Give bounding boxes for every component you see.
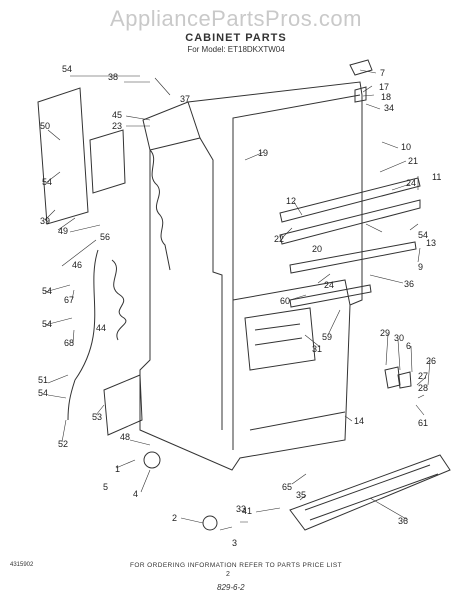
callout-label: 18 <box>381 92 391 102</box>
callout-label: 31 <box>312 344 322 354</box>
side-wall-break <box>149 149 171 271</box>
callout-label: 46 <box>72 260 82 270</box>
cabinet-back-edge <box>232 94 361 450</box>
callout-label: 29 <box>380 328 390 338</box>
callout-label: 6 <box>406 341 411 351</box>
callout-label: 13 <box>426 238 436 248</box>
front-roller <box>143 451 161 469</box>
callout-label: 20 <box>312 244 322 254</box>
document-number: 4315902 <box>10 562 34 568</box>
cross-rail-upper <box>279 177 421 223</box>
callout-label: 14 <box>354 416 364 426</box>
hinge-spacer <box>397 371 412 389</box>
callout-label: 67 <box>64 295 74 305</box>
rear-roller <box>202 515 218 531</box>
callout-label: 60 <box>280 296 290 306</box>
callout-label: 28 <box>418 383 428 393</box>
callout-label: 5 <box>103 482 108 492</box>
callout-label: 33 <box>236 504 246 514</box>
fresh-food-floor <box>249 411 346 431</box>
machine-compartment-cover <box>103 374 143 436</box>
callout-label: 19 <box>258 148 268 158</box>
wire-harness <box>111 259 127 341</box>
callout-label: 50 <box>40 121 50 131</box>
top-hinge <box>349 59 373 76</box>
toe-grille <box>289 454 451 531</box>
callout-label: 1 <box>115 464 120 474</box>
callout-label: 54 <box>418 230 428 240</box>
callout-label: 65 <box>282 482 292 492</box>
callout-label: 41 <box>242 506 252 516</box>
callout-label: 27 <box>418 371 428 381</box>
callout-label: 7 <box>380 68 385 78</box>
callout-label: 21 <box>408 156 418 166</box>
callout-label: 48 <box>120 432 130 442</box>
cross-rail-middle <box>279 199 421 245</box>
callout-label: 44 <box>96 323 106 333</box>
evaporator-cover <box>244 307 316 371</box>
shelf-rail <box>289 284 372 308</box>
callout-label: 24 <box>406 178 416 188</box>
callout-label: 52 <box>58 439 68 449</box>
callout-label: 59 <box>322 332 332 342</box>
callout-label: 4 <box>133 489 138 499</box>
callout-label: 23 <box>112 121 122 131</box>
callout-label: 24 <box>324 280 334 290</box>
callout-label: 38 <box>108 72 118 82</box>
callout-label: 30 <box>394 333 404 343</box>
callout-label: 61 <box>418 418 428 428</box>
callout-label: 45 <box>112 110 122 120</box>
callout-label: 17 <box>379 82 389 92</box>
watermark: AppliancePartsPros.com <box>110 6 362 31</box>
callout-label: 56 <box>100 232 110 242</box>
control-panel <box>89 129 126 194</box>
cabinet-shell <box>139 81 363 471</box>
callout-label: 36 <box>398 516 408 526</box>
callout-label: 34 <box>384 103 394 113</box>
callout-label: 54 <box>42 319 52 329</box>
callout-label: 54 <box>38 388 48 398</box>
callout-label: 10 <box>401 142 411 152</box>
handwritten-code: 829-6-2 <box>217 583 245 592</box>
callout-label: 49 <box>58 226 68 236</box>
callout-label: 11 <box>432 172 441 182</box>
callout-label: 54 <box>42 177 52 187</box>
hinge-pin <box>354 86 367 103</box>
page-number: 2 <box>226 571 230 578</box>
callout-label: 35 <box>296 490 306 500</box>
callout-labels: 5438374523505439495646546754685154525348… <box>38 64 441 548</box>
callout-label: 68 <box>64 338 74 348</box>
callout-label: 36 <box>404 279 414 289</box>
drain-tube <box>67 249 99 421</box>
cross-rail-lower <box>289 241 417 274</box>
callout-label: 37 <box>180 94 190 104</box>
model-line: For Model: ET18DKXTW04 <box>187 45 285 54</box>
callout-label: 22 <box>274 234 284 244</box>
callout-label: 54 <box>42 286 52 296</box>
callout-label: 26 <box>426 356 436 366</box>
diagram-title: CABINET PARTS <box>185 32 287 44</box>
callout-label: 9 <box>418 262 423 272</box>
callout-label: 2 <box>172 513 177 523</box>
callout-label: 51 <box>38 375 48 385</box>
callout-label: 54 <box>62 64 72 74</box>
rear-access-panel <box>37 87 89 225</box>
callout-label: 12 <box>286 196 296 206</box>
callout-label: 3 <box>232 538 237 548</box>
cabinet-front-edge <box>149 137 223 430</box>
callout-label: 53 <box>92 412 102 422</box>
ordering-note: FOR ORDERING INFORMATION REFER TO PARTS … <box>130 562 342 569</box>
bottom-hinge-bracket <box>384 366 401 389</box>
callout-label: 39 <box>40 216 50 226</box>
cabinet-top-edge <box>187 101 201 139</box>
